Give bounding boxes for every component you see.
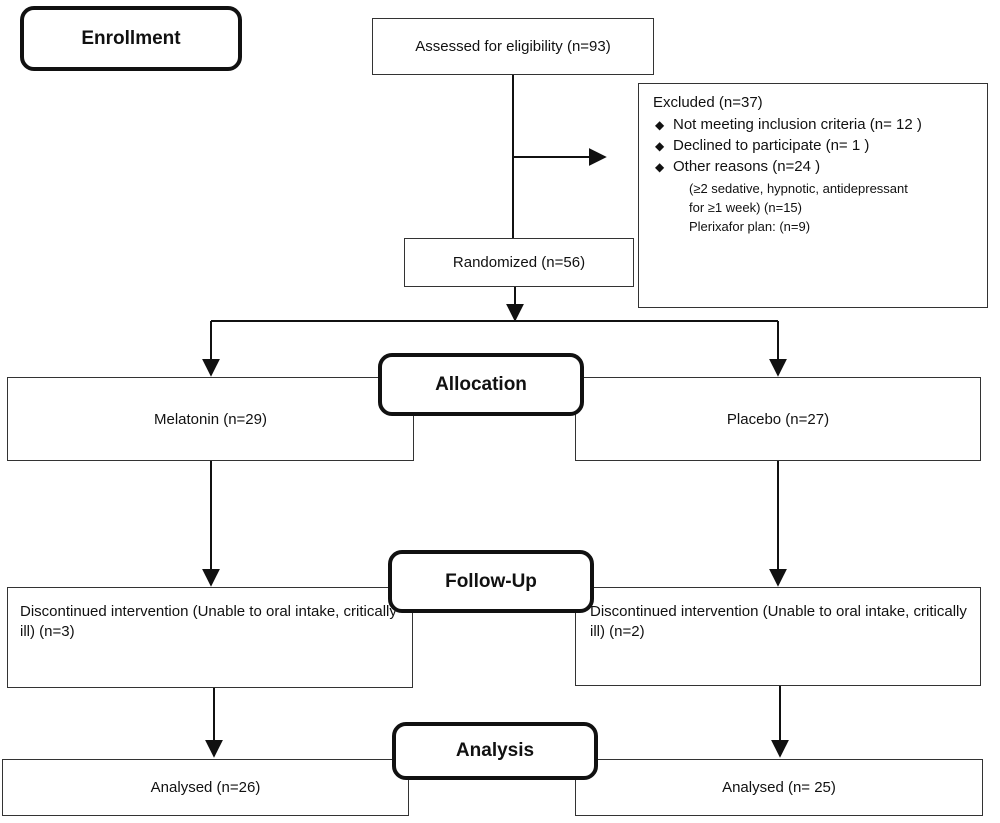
randomized-box: Randomized (n=56) (404, 238, 634, 287)
diamond-bullet-icon: ◆ (655, 160, 665, 174)
discontinued-right-text: Discontinued intervention (Unable to ora… (590, 603, 967, 640)
placebo-text: Placebo (n=27) (726, 410, 830, 428)
placebo-box: Placebo (n=27) (575, 377, 981, 461)
list-item: ◆ Not meeting inclusion criteria (n= 12 … (653, 116, 977, 134)
melatonin-text: Melatonin (n=29) (154, 410, 267, 428)
analysed-left-text: Analysed (n=26) (150, 779, 261, 796)
analysed-left-box: Analysed (n=26) (2, 759, 409, 816)
excluded-reason-text: Other reasons (n=24 ) (673, 158, 821, 175)
stage-allocation-label: Allocation (435, 373, 527, 395)
diamond-bullet-icon: ◆ (655, 118, 665, 132)
discontinued-right-box: Discontinued intervention (Unable to ora… (575, 587, 981, 686)
stage-follow-up-label: Follow-Up (445, 570, 537, 592)
discontinued-left-text: Discontinued intervention (Unable to ora… (20, 603, 397, 640)
excluded-reason-text: Not meeting inclusion criteria (n= 12 ) (673, 116, 922, 133)
assessed-text: Assessed for eligibility (n=93) (415, 38, 611, 55)
randomized-text: Randomized (n=56) (452, 254, 586, 271)
assessed-box: Assessed for eligibility (n=93) (372, 18, 654, 75)
excluded-reason-text: Declined to participate (n= 1 ) (673, 137, 870, 154)
excluded-title: Excluded (n=37) (653, 94, 763, 111)
discontinued-left-box: Discontinued intervention (Unable to ora… (7, 587, 413, 688)
list-item: ◆ Other reasons (n=24 ) (653, 158, 977, 176)
excluded-reasons-list: ◆ Not meeting inclusion criteria (n= 12 … (653, 116, 977, 176)
excluded-box: Excluded (n=37) ◆ Not meeting inclusion … (638, 83, 988, 308)
stage-analysis: Analysis (392, 722, 598, 780)
diamond-bullet-icon: ◆ (655, 139, 665, 153)
stage-analysis-label: Analysis (455, 740, 535, 761)
list-item: ◆ Declined to participate (n= 1 ) (653, 137, 977, 155)
stage-allocation: Allocation (378, 353, 584, 416)
stage-enrollment: Enrollment (20, 6, 242, 71)
analysed-right-text: Analysed (n= 25) (722, 779, 836, 796)
analysed-right-box: Analysed (n= 25) (575, 759, 983, 816)
stage-follow-up: Follow-Up (388, 550, 594, 613)
other-reason-detail-1: (≥2 sedative, hypnotic, antidepressant (689, 181, 908, 196)
other-reason-detail-3: Plerixafor plan: (n=9) (689, 219, 811, 234)
other-reason-detail-2: for ≥1 week) (n=15) (689, 200, 802, 215)
stage-enrollment-label: Enrollment (81, 27, 181, 49)
melatonin-box: Melatonin (n=29) (7, 377, 414, 461)
